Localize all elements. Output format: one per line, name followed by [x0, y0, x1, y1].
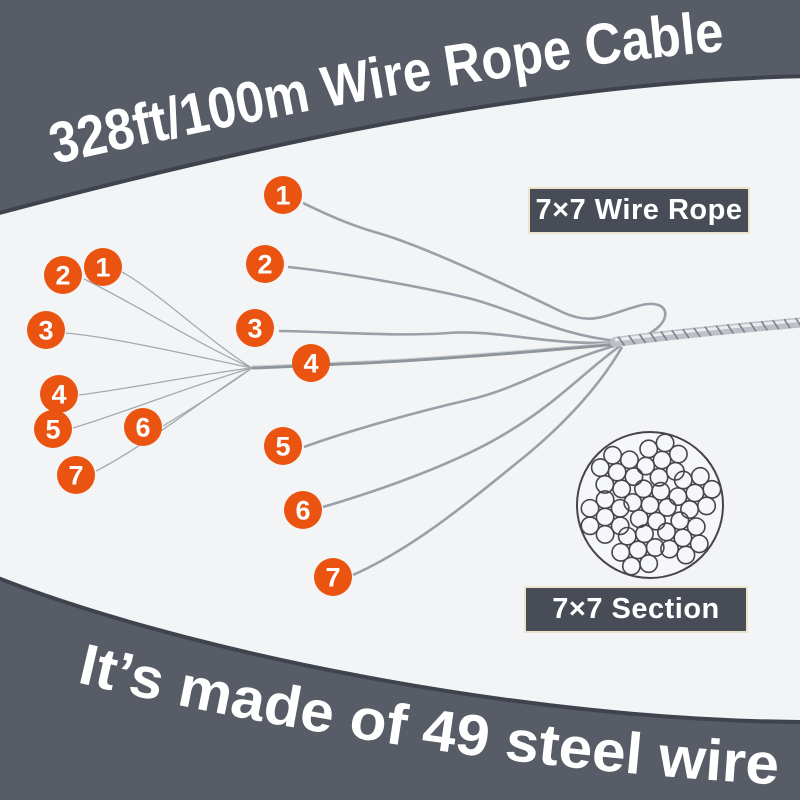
- section-wire-circle: [580, 498, 600, 518]
- strand-badge-number: 7: [325, 563, 340, 593]
- section-wire-circle: [690, 466, 710, 486]
- single-wire: [65, 332, 253, 369]
- rope-twist-line: [704, 326, 712, 337]
- wire-badge-circle: [84, 248, 122, 286]
- section-wire-circle: [670, 511, 690, 531]
- strand-badge-circle: [246, 245, 284, 283]
- rope-twist-line: [693, 327, 701, 338]
- section-wire-circle: [668, 487, 688, 507]
- rope-twist-line: [772, 319, 780, 330]
- strand-badge-circle: [314, 558, 352, 596]
- section-wire-circle: [595, 524, 615, 544]
- section-wire-circle: [668, 444, 688, 464]
- rope-twist-line: [760, 320, 769, 331]
- rope-twist-line: [617, 336, 626, 347]
- panel-ellipse: [0, 74, 800, 724]
- wire-rope-label: 7×7 Wire Rope: [535, 194, 743, 226]
- rope-twist-line: [715, 325, 723, 336]
- section-wire-circle: [676, 545, 696, 565]
- wire-badge-circle: [124, 408, 162, 446]
- section-wire-circle: [651, 481, 671, 501]
- rope-twist-line: [783, 318, 791, 329]
- single-wire: [78, 367, 253, 396]
- section-diagram: [576, 431, 724, 579]
- section-wire-circle: [686, 517, 706, 537]
- strand-wire: [352, 346, 624, 577]
- section-wire-circle: [649, 467, 669, 487]
- rope-twist-line: [660, 330, 668, 341]
- section-wire-circle: [702, 479, 722, 499]
- single-wire: [95, 367, 253, 472]
- section-wire-circle: [657, 522, 677, 542]
- strand-badge-number: 6: [295, 496, 310, 526]
- strand-badge-number: 1: [275, 181, 290, 211]
- section-label-box: 7×7 Section: [524, 586, 748, 633]
- strand-wire: [302, 201, 667, 340]
- single-wire: [72, 367, 253, 429]
- section-label: 7×7 Section: [552, 593, 720, 625]
- wire-badge-circle: [57, 456, 95, 494]
- section-wire-circle: [595, 490, 615, 510]
- main-rope-highlight: [614, 319, 800, 342]
- single-wire: [83, 278, 253, 369]
- rope-twist-line: [794, 317, 800, 327]
- section-wire-circle: [657, 497, 677, 517]
- section-wire-circle: [680, 500, 700, 520]
- rope-twist-line: [671, 329, 679, 340]
- rope-twist-line: [738, 322, 746, 333]
- wire-badge-number: 7: [68, 461, 83, 491]
- strand-wire: [303, 343, 619, 449]
- wire-badge-circle: [27, 311, 65, 349]
- strand-wire: [287, 265, 619, 343]
- section-wire-circle: [611, 542, 631, 562]
- strand-badge-circle: [264, 427, 302, 465]
- section-wire-circle: [610, 516, 630, 536]
- wire-badge-circle: [34, 410, 72, 448]
- strand-badge-circle: [264, 176, 302, 214]
- wire-badge-number: 6: [135, 413, 150, 443]
- strand-badge-circle: [292, 344, 330, 382]
- section-wire-circle: [639, 439, 659, 459]
- section-wire-circle: [623, 493, 643, 513]
- wire-badge-number: 3: [38, 316, 53, 346]
- strand-wire: [322, 344, 621, 509]
- wire-badge-number: 2: [55, 261, 70, 291]
- strand-badge-number: 3: [247, 314, 262, 344]
- strand-wire: [278, 329, 619, 345]
- wire-rope-photo: [65, 201, 800, 577]
- wire-badge-circle: [40, 375, 78, 413]
- strand-badge-number: 4: [303, 349, 318, 379]
- section-wire-circle: [655, 433, 675, 453]
- section-wire-circle: [621, 556, 641, 576]
- strand-badge-circle: [236, 309, 274, 347]
- section-wire-circle: [590, 458, 610, 478]
- wire-badge-number: 1: [95, 253, 110, 283]
- wire-badge-number: 5: [45, 415, 60, 445]
- rope-twist-line: [638, 333, 647, 344]
- wire-badge-circle: [44, 256, 82, 294]
- rope-twist-line: [726, 324, 735, 335]
- strand-badge-circle: [284, 491, 322, 529]
- strand-wire-4: [251, 342, 619, 370]
- strand-wire-4-highlight: [251, 341, 619, 367]
- strand-badge-number: 2: [257, 250, 272, 280]
- section-wire-circle: [619, 450, 639, 470]
- wire-badge-number: 4: [51, 380, 66, 410]
- rope-twist-line: [682, 328, 690, 339]
- wire-rope-label-box: 7×7 Wire Rope: [528, 187, 750, 234]
- section-wire-circle: [634, 524, 654, 544]
- single-wire: [121, 271, 253, 369]
- rope-twist-line: [749, 321, 757, 332]
- rope-twist-line: [628, 334, 636, 345]
- section-wire-circle: [645, 537, 665, 557]
- strand-badge-number: 5: [275, 432, 290, 462]
- section-outer-circle: [576, 431, 724, 579]
- rope-twist-line: [649, 332, 658, 343]
